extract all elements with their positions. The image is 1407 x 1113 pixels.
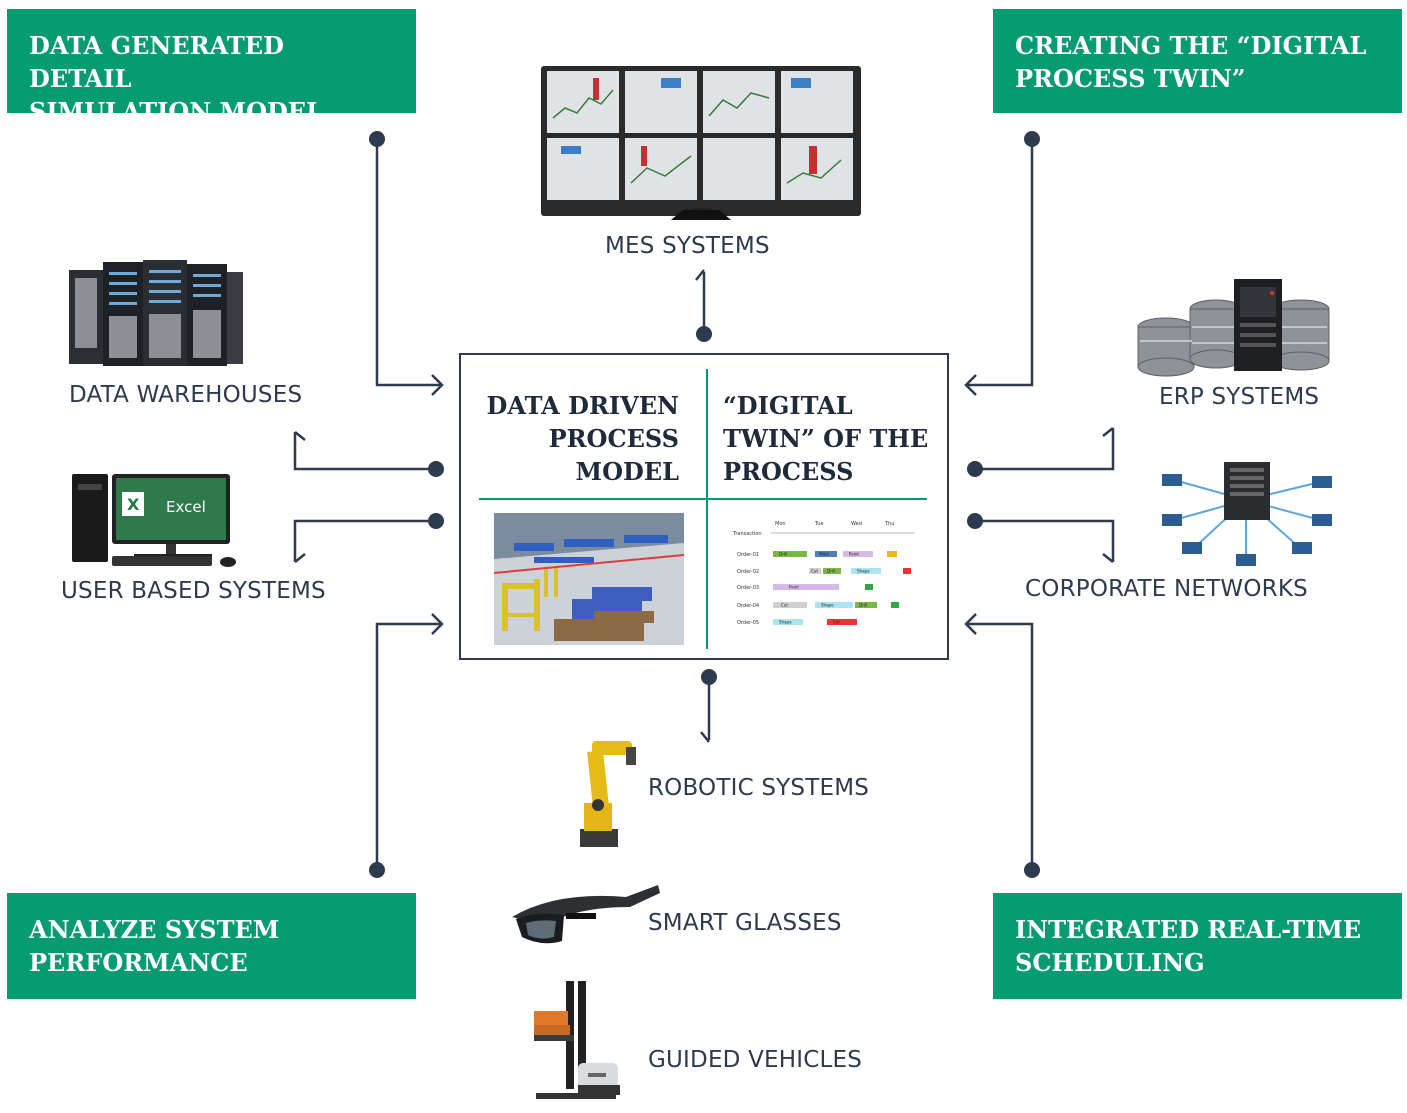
gantt-task-label: Cut [781, 603, 788, 608]
heading-line: PROCESS [723, 457, 854, 486]
connector-bottom-left [375, 622, 440, 870]
label-erp-systems: ERP SYSTEMS [1159, 384, 1320, 410]
network-image [1162, 462, 1332, 566]
label-data-warehouses: DATA WAREHOUSES [69, 382, 303, 408]
label-guided-vehicles: GUIDED VEHICLES [648, 1047, 863, 1073]
excel-label: Excel [166, 498, 206, 516]
gantt-row-label: Order-04 [737, 603, 759, 609]
erp-database-image [1137, 279, 1330, 377]
gantt-task-label: Cut [811, 569, 818, 574]
server-racks-image [69, 260, 243, 366]
heading-line: TWIN” OF THE [723, 424, 929, 453]
box-line: SIMULATION MODEL [29, 97, 323, 126]
gantt-task-label: Shape [857, 569, 870, 574]
connector-user-based [293, 519, 436, 562]
connector-top-right [968, 139, 1034, 387]
heading-data-driven: DATA DRIVEN PROCESS MODEL [487, 389, 679, 488]
excel-computer-image: X Excel [72, 474, 236, 567]
simulation-3d-image [494, 513, 684, 645]
gantt-task-label: Drill [859, 603, 867, 608]
heading-line: MODEL [575, 457, 679, 486]
connector-bottom-right [968, 622, 1034, 870]
gantt-row-label: Order-05 [737, 620, 759, 626]
gantt-task-label: Shape [779, 620, 792, 625]
gantt-task-label: Drill [779, 552, 787, 557]
gantt-day-label: Thu [884, 521, 894, 527]
connector-corporate-networks [975, 519, 1115, 562]
gantt-task-label: Shape [821, 603, 834, 608]
gantt-row-label: Order-02 [737, 569, 759, 575]
box-real-time-scheduling: INTEGRATED REAL-TIME SCHEDULING [993, 893, 1402, 999]
gantt-chart-image: Mon Tue Wed Thu Transaction Order-01 Ord… [732, 521, 915, 626]
heading-line: PROCESS [548, 424, 679, 453]
label-smart-glasses: SMART GLASSES [648, 910, 842, 936]
gantt-task-label: Cut [833, 620, 840, 625]
mes-monitors-image [541, 66, 861, 220]
box-analyze-performance: ANALYZE SYSTEM PERFORMANCE [7, 893, 416, 999]
connector-top-left [375, 139, 440, 387]
box-line: DATA GENERATED DETAIL [29, 31, 284, 93]
gantt-row-label: Order-03 [737, 585, 759, 591]
box-line: PERFORMANCE [29, 948, 248, 977]
label-corporate-networks: CORPORATE NETWORKS [1025, 576, 1308, 602]
gantt-task-label: Paint [789, 585, 799, 590]
svg-text:X: X [127, 495, 140, 514]
connector-data-warehouses [293, 432, 436, 471]
gantt-task-label: Drill [827, 569, 835, 574]
guided-vehicle-image [534, 981, 620, 1099]
box-line: ANALYZE SYSTEM [29, 915, 280, 944]
gantt-task-label: Paint [849, 552, 859, 557]
heading-line: “DIGITAL [723, 391, 853, 420]
gantt-task-label: Weld [819, 552, 829, 557]
box-line: SCHEDULING [1015, 948, 1205, 977]
box-digital-process-twin: CREATING THE “DIGITAL PROCESS TWIN” [993, 9, 1402, 113]
box-line: PROCESS TWIN” [1015, 64, 1246, 93]
label-user-based-systems: USER BASED SYSTEMS [61, 578, 326, 604]
label-mes-systems: MES SYSTEMS [605, 233, 770, 259]
smart-glasses-image [512, 885, 660, 944]
connector-erp [975, 428, 1115, 471]
box-data-generated-simulation: DATA GENERATED DETAIL SIMULATION MODEL [7, 9, 416, 126]
heading-line: DATA DRIVEN [486, 391, 679, 420]
gantt-row-label: Order-01 [737, 552, 759, 558]
gantt-day-label: Tue [814, 521, 824, 527]
robot-arm-image [580, 741, 636, 847]
gantt-day-label: Mon [775, 521, 786, 527]
gantt-row-header: Transaction [732, 531, 762, 537]
divider-horizontal [479, 498, 927, 500]
process-model-box: DATA DRIVEN PROCESS MODEL “DIGITAL TWIN”… [459, 353, 949, 660]
box-line: CREATING THE “DIGITAL [1015, 31, 1367, 60]
divider-vertical [706, 369, 708, 649]
label-robotic-systems: ROBOTIC SYSTEMS [648, 775, 870, 801]
gantt-day-label: Wed [851, 521, 862, 527]
heading-digital-twin: “DIGITAL TWIN” OF THE PROCESS [723, 389, 928, 488]
box-line: INTEGRATED REAL-TIME [1015, 915, 1362, 944]
